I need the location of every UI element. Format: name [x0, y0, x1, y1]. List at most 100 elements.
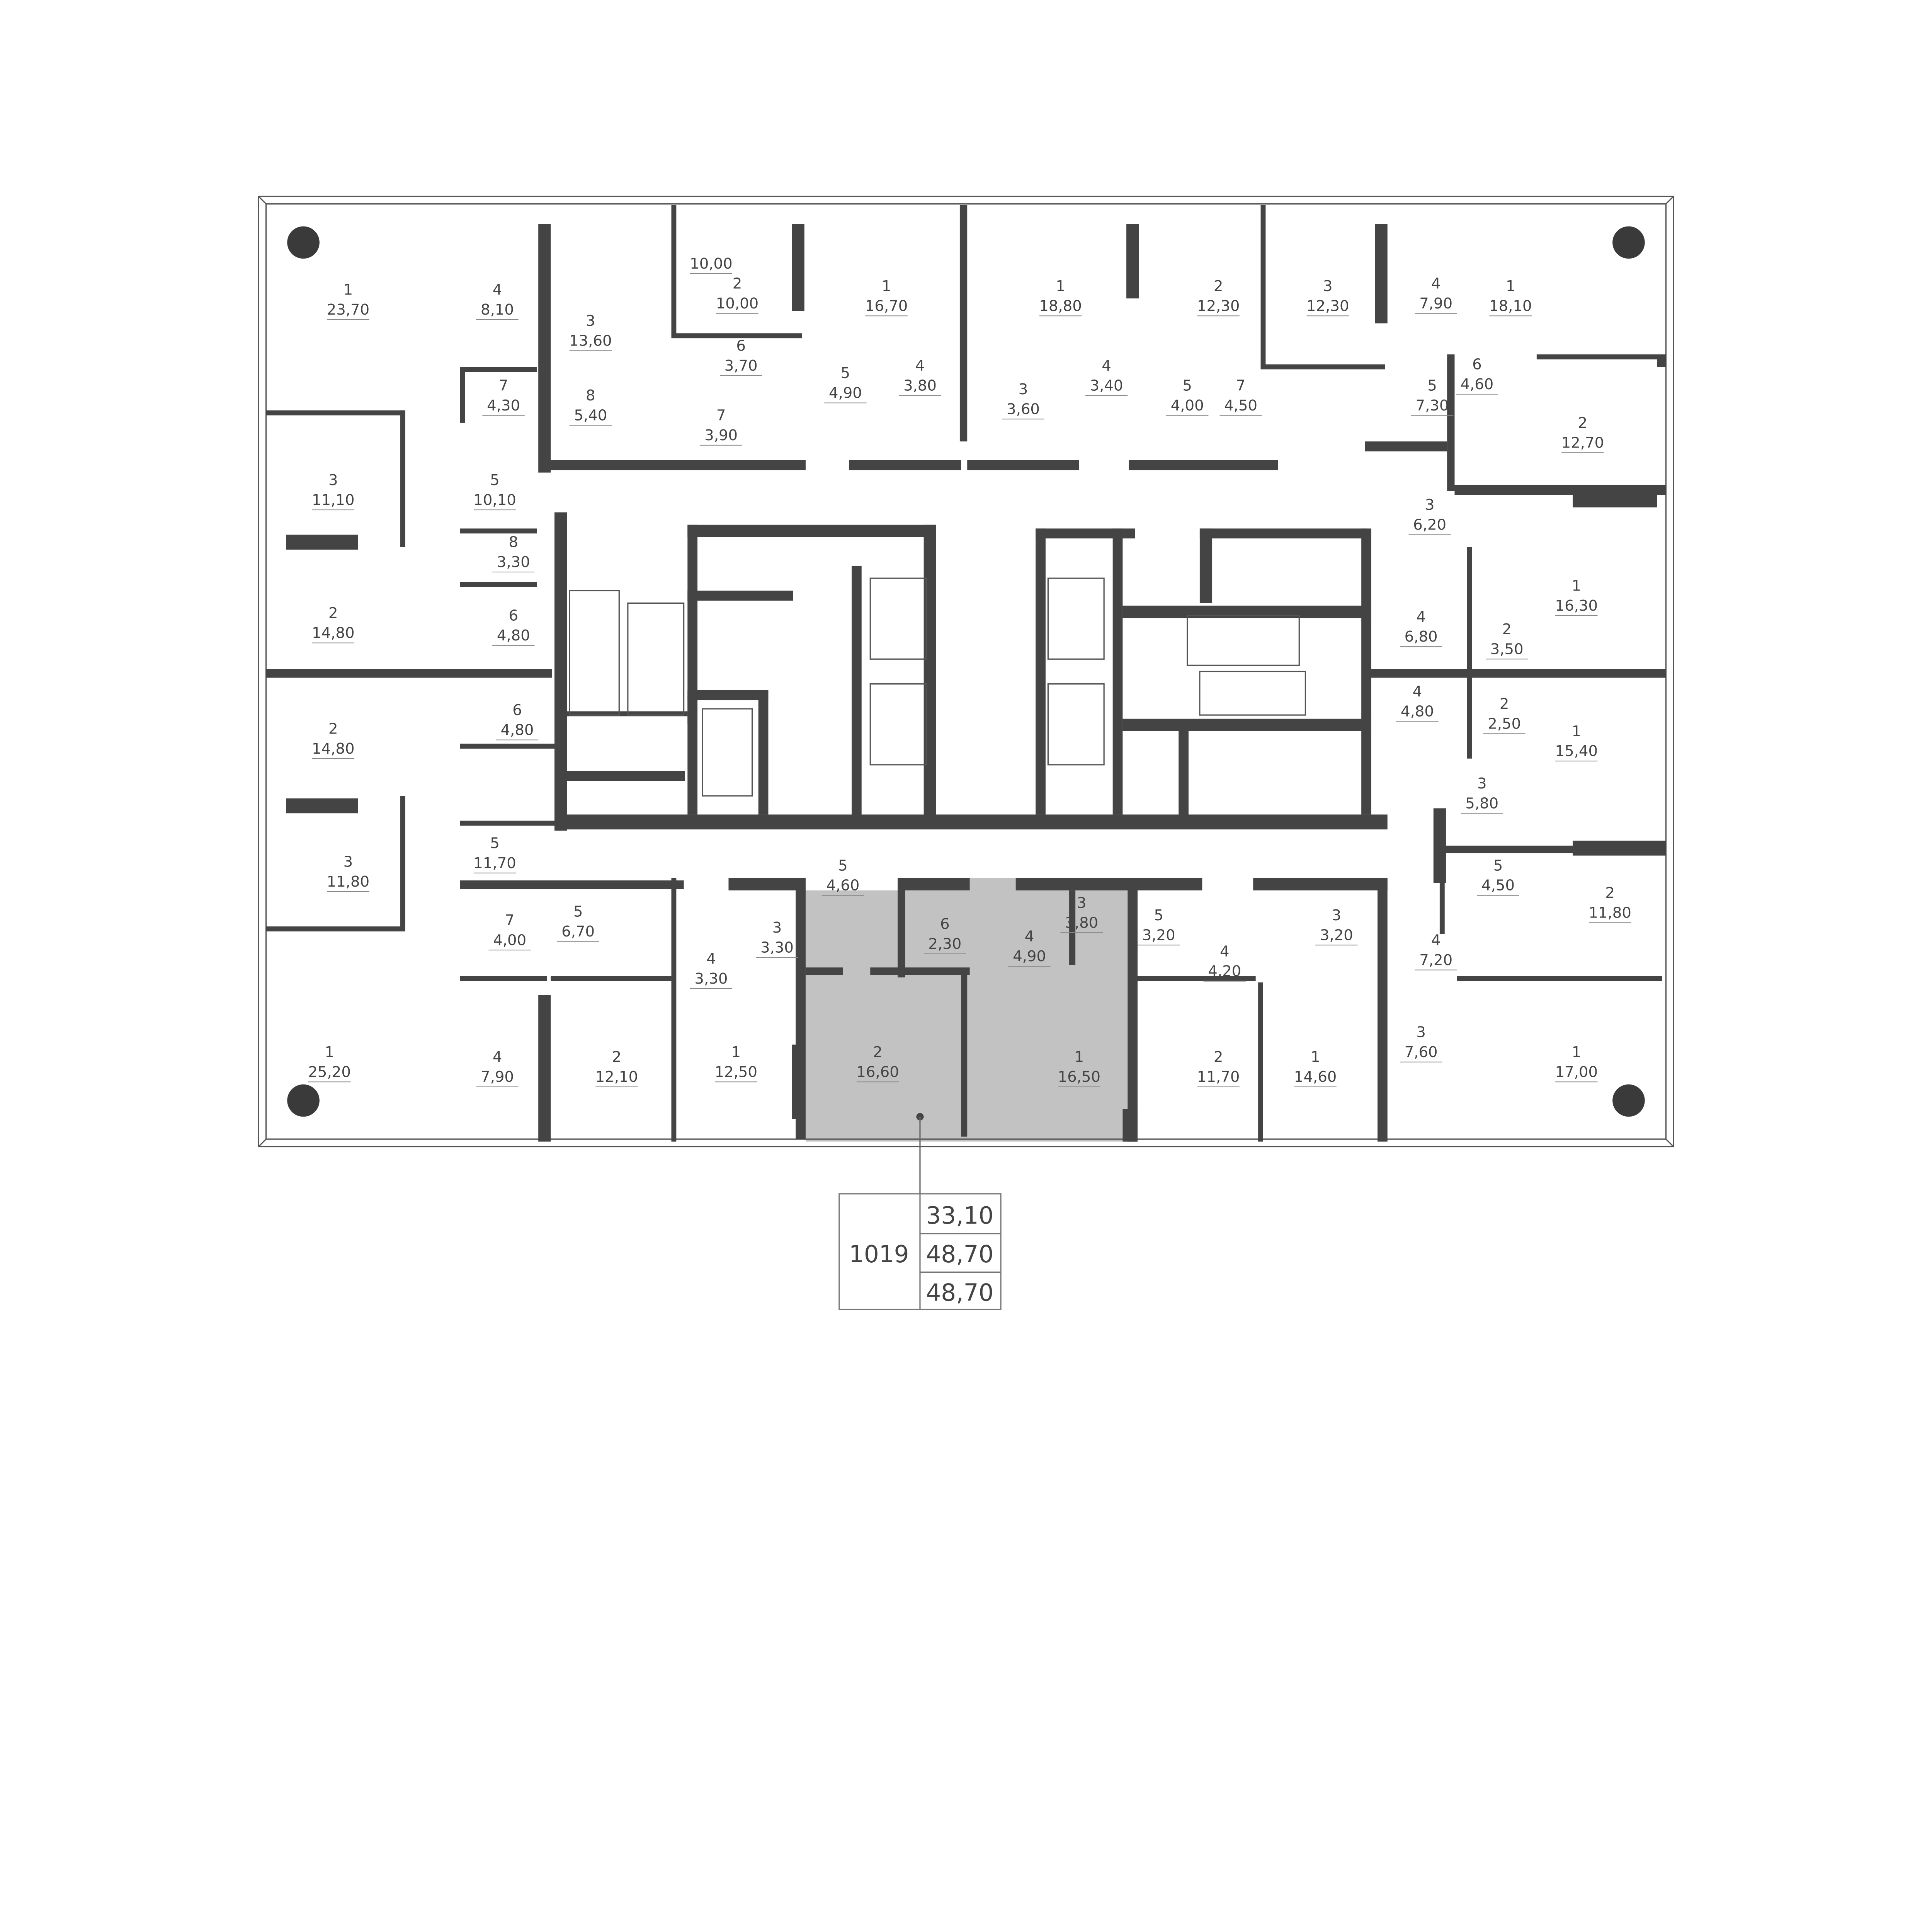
room-label: 85,40: [569, 387, 612, 426]
room-area: 10,00: [690, 255, 733, 272]
room-area: 3,20: [1320, 926, 1353, 944]
room-number: 3: [1077, 894, 1087, 912]
room-area: 7,60: [1405, 1044, 1438, 1061]
room-label: 115,40: [1555, 723, 1598, 762]
room-label: 43,80: [899, 357, 941, 396]
room-area: 7,30: [1416, 397, 1449, 414]
room-label: 83,30: [492, 534, 535, 573]
room-area: 4,60: [1460, 376, 1493, 393]
room-label: 64,80: [492, 607, 535, 646]
room-area: 17,00: [1555, 1063, 1598, 1081]
room-number: 3: [1425, 496, 1435, 514]
room-area: 16,30: [1555, 597, 1598, 615]
room-number: 3: [1416, 1023, 1426, 1041]
room-area: 18,80: [1039, 297, 1082, 315]
room-number: 8: [509, 534, 519, 551]
room-label: 311,80: [327, 853, 370, 892]
room-area: 10,00: [716, 295, 759, 312]
room-area: 13,60: [569, 332, 612, 349]
room-number: 4: [706, 950, 716, 968]
room-label: 118,80: [1039, 278, 1082, 317]
room-area: 16,50: [1058, 1068, 1101, 1086]
room-number: 5: [490, 834, 500, 852]
room-label: 33,20: [1315, 907, 1358, 946]
room-number: 8: [586, 387, 595, 404]
room-area: 7,20: [1419, 952, 1452, 969]
room-label: 47,90: [1415, 275, 1457, 314]
room-number: 1: [731, 1044, 741, 1061]
room-area: 25,20: [308, 1063, 351, 1081]
room-label: 47,20: [1415, 931, 1457, 970]
room-label: 33,30: [756, 919, 798, 958]
room-label: 64,60: [1456, 356, 1498, 395]
room-number: 6: [940, 915, 950, 933]
room-label: 74,50: [1219, 377, 1262, 416]
room-label: 54,60: [821, 857, 864, 896]
room-area: 14,60: [1294, 1068, 1337, 1086]
room-label: 73,90: [700, 407, 742, 446]
room-label: 212,10: [595, 1049, 638, 1088]
room-label: 64,80: [496, 701, 539, 741]
room-number: 2: [1214, 278, 1223, 295]
room-area: 12,30: [1197, 297, 1240, 315]
room-area: 3,40: [1090, 377, 1123, 394]
room-number: 6: [509, 607, 519, 625]
room-number: 1: [1572, 723, 1582, 740]
room-area: 7,90: [481, 1068, 514, 1086]
room-area: 16,60: [856, 1063, 899, 1081]
room-number: 7: [499, 377, 509, 394]
room-number: 6: [1472, 356, 1482, 373]
room-label: 210,00: [716, 275, 759, 314]
column: [287, 1084, 320, 1117]
room-label: 35,80: [1461, 775, 1503, 814]
room-number: 7: [1236, 377, 1246, 394]
room-label: 116,30: [1555, 577, 1598, 616]
room-number: 1: [1311, 1049, 1320, 1066]
room-area: 3,90: [704, 427, 738, 444]
room-label: 117,00: [1555, 1044, 1598, 1083]
room-number: 2: [733, 275, 742, 292]
room-area: 4,00: [1171, 397, 1204, 414]
room-area: 12,30: [1306, 297, 1349, 315]
apartment-legend: 1019 33,10 48,70 48,70: [838, 1113, 1002, 1310]
room-label: 54,00: [1166, 377, 1209, 416]
room-number: 5: [1493, 857, 1503, 874]
room-number: 7: [716, 407, 726, 424]
room-number: 6: [512, 701, 522, 719]
room-area: 11,80: [327, 873, 370, 890]
room-area: 23,70: [327, 301, 370, 318]
room-area: 3,50: [1490, 640, 1524, 658]
room-label: 63,70: [719, 337, 762, 376]
room-label: 214,80: [312, 720, 355, 759]
total-area-with-balcony: 48,70: [926, 1279, 993, 1307]
column: [287, 226, 320, 259]
room-label: 48,10: [476, 281, 519, 320]
room-area: 10,10: [473, 491, 516, 509]
room-number: 3: [328, 472, 338, 489]
room-number: 5: [838, 857, 848, 874]
room-area: 14,80: [312, 740, 355, 758]
room-area: 5,40: [574, 407, 607, 424]
room-area: 12,70: [1561, 434, 1604, 451]
room-area: 4,20: [1208, 963, 1241, 980]
room-number: 6: [736, 337, 746, 354]
room-number: 2: [1578, 414, 1588, 432]
room-area: 15,40: [1555, 742, 1598, 760]
room-number: 7: [505, 912, 515, 929]
room-area: 4,80: [1401, 703, 1434, 720]
room-label: 33,80: [1060, 894, 1103, 933]
room-number: 4: [1220, 943, 1230, 960]
room-label: 46,80: [1400, 608, 1442, 647]
room-label: 36,20: [1408, 496, 1451, 535]
room-label: 212,70: [1561, 414, 1604, 453]
room-area: 6,20: [1413, 516, 1446, 534]
room-label: 10,00: [690, 255, 733, 274]
room-label: 216,60: [856, 1044, 899, 1083]
room-area: 4,90: [1013, 948, 1046, 965]
room-number: 3: [1323, 278, 1333, 295]
room-number: 3: [1019, 381, 1028, 398]
room-number: 2: [1500, 695, 1509, 713]
room-area: 4,00: [493, 931, 526, 949]
room-label: 44,80: [1396, 683, 1439, 722]
room-number: 2: [1605, 884, 1615, 902]
